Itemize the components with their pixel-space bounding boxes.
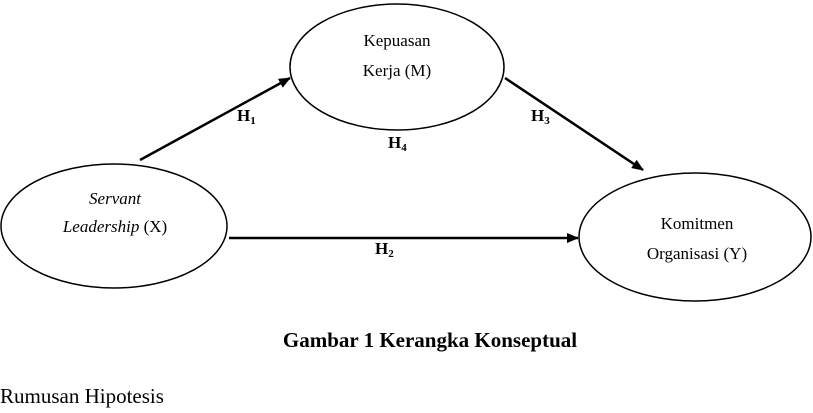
node-x-line2-rest: (X): [139, 217, 167, 236]
figure-caption: Gambar 1 Kerangka Konseptual: [282, 328, 578, 352]
node-x-line2: Leadership (X): [62, 217, 167, 236]
hypothesis-h4-label: H4: [388, 133, 407, 154]
node-m-line1: Kepuasan: [363, 31, 431, 50]
node-m-line2: Kerja (M): [363, 61, 431, 80]
node-x-line1: Servant: [89, 189, 142, 208]
hypothesis-h2-label: H2: [375, 239, 394, 260]
hypothesis-h1-label: H1: [237, 106, 256, 127]
section-heading: Rumusan Hipotesis: [0, 384, 164, 408]
hypothesis-h3-label: H3: [531, 106, 550, 127]
arrow-m-to-y: [504, 76, 644, 172]
node-servant-leadership: [0, 163, 228, 289]
node-y-line2: Organisasi (Y): [647, 244, 747, 263]
node-x-line2-italic: Leadership: [62, 217, 140, 236]
node-komitmen-organisasi: [578, 172, 812, 302]
arrow-x-to-m: [139, 76, 291, 162]
node-y-line1: Komitmen: [661, 214, 734, 233]
node-kepuasan-kerja: [289, 3, 505, 131]
